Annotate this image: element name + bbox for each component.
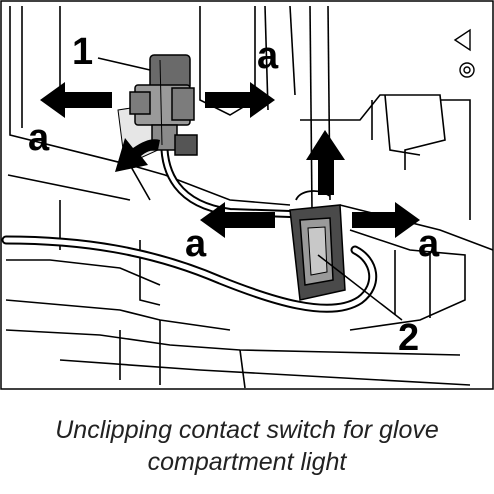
arrow-right-switch-2 — [352, 202, 420, 238]
mounting-icons — [453, 28, 475, 78]
figure-caption: Unclipping contact switch for glove comp… — [0, 414, 494, 478]
arrow-curved-switch-1 — [115, 138, 160, 172]
leader-lines — [97, 57, 403, 321]
caption-line-1: Unclipping contact switch for glove — [55, 416, 439, 444]
caption-line-2: compartment light — [147, 448, 347, 476]
arrow-right-switch-1 — [205, 82, 275, 118]
arrow-left-switch-2 — [200, 202, 275, 238]
technical-illustration: 1 2 a a a a — [0, 0, 494, 390]
callout-1: 1 — [72, 31, 93, 73]
direction-arrows — [40, 82, 420, 238]
callout-a-mid-right: a — [418, 223, 440, 265]
callout-a-left: a — [28, 117, 50, 159]
illustration-frame — [0, 0, 494, 390]
callout-a-mid-left: a — [185, 223, 207, 265]
callout-a-top-right: a — [257, 35, 279, 77]
arrow-left-switch-1 — [40, 82, 112, 118]
callout-2: 2 — [398, 317, 419, 359]
contact-switch-2 — [289, 190, 346, 301]
arrow-up-switch-2 — [306, 130, 345, 195]
dashboard-housing — [5, 5, 494, 389]
contact-switch-1 — [129, 54, 198, 156]
